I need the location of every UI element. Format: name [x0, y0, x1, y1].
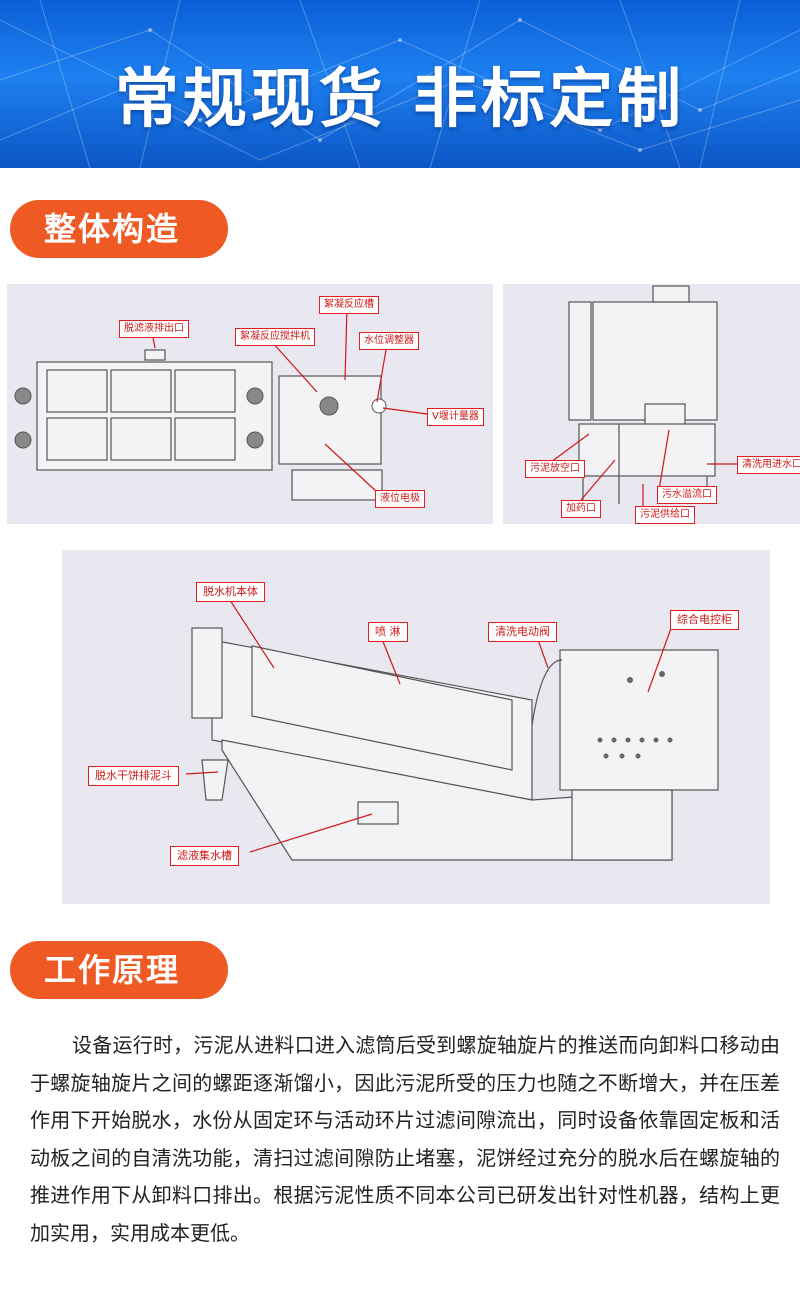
label-v-weir: V堰计量器 — [427, 408, 484, 426]
label-level-adjuster: 水位调整器 — [359, 332, 419, 350]
label-spray: 喷 淋 — [368, 622, 408, 642]
section-title-structure: 整体构造 — [10, 200, 228, 258]
label-level-electrode: 液位电极 — [375, 490, 425, 508]
label-wash-inlet: 清洗用进水口 — [737, 456, 800, 474]
label-sludge-feed: 污泥供给口 — [635, 506, 695, 524]
front-view-drawing — [185, 593, 719, 861]
banner-mesh-graphic — [0, 0, 800, 168]
label-dosing-port: 加药口 — [561, 500, 601, 518]
label-filtrate-tank: 滤液集水槽 — [170, 846, 239, 866]
side-view-drawing — [550, 285, 737, 508]
top-view-drawing — [14, 307, 428, 501]
banner-title: 常规现货 非标定制 — [114, 63, 686, 137]
label-filtrate-outlet: 脱滤液排出口 — [119, 320, 189, 338]
label-cake-hopper: 脱水干饼排泥斗 — [88, 766, 179, 786]
label-flocculation-tank: 絮凝反应槽 — [319, 296, 379, 314]
principle-paragraph: 设备运行时，污泥从进料口进入滤筒后受到螺旋轴旋片的推送而向卸料口移动由于螺旋轴旋… — [30, 1033, 780, 1245]
diagram-front-view: 脱水机本体 喷 淋 清洗电动阀 综合电控柜 脱水干饼排泥斗 滤液集水槽 — [62, 550, 770, 904]
section-title-principle: 工作原理 — [10, 941, 228, 999]
label-machine-body: 脱水机本体 — [196, 582, 265, 602]
diagram-top-view: 脱滤液排出口 絮凝反应槽 絮凝反应搅拌机 水位调整器 V堰计量器 液位电极 — [7, 284, 493, 524]
diagram-side-view: 污泥放空口 清洗用进水口 加药口 污水溢流口 污泥供给口 — [503, 284, 800, 524]
header-banner: 常规现货 非标定制 — [0, 0, 800, 168]
label-wash-valve: 清洗电动阀 — [488, 622, 557, 642]
label-sludge-drain: 污泥放空口 — [525, 460, 585, 478]
label-overflow-port: 污水溢流口 — [657, 486, 717, 504]
label-control-cabinet: 综合电控柜 — [670, 610, 739, 630]
label-flocculation-mixer: 絮凝反应搅拌机 — [235, 328, 315, 346]
